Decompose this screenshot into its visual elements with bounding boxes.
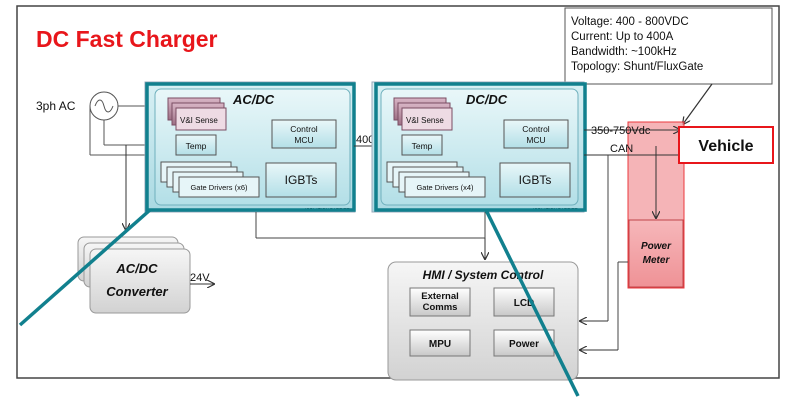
vi-sense-label: V&I Sense bbox=[180, 116, 218, 125]
dc-dc-title: DC/DC bbox=[466, 92, 508, 107]
lcd-block bbox=[493, 287, 555, 317]
igbts-block bbox=[499, 162, 571, 198]
ac-dc-highlight-frame bbox=[145, 82, 356, 212]
spec-callout: Voltage: 400 - 800VDC Current: Up to 400… bbox=[564, 7, 773, 85]
gate-drivers-stack: Gate Drivers (x6) bbox=[160, 161, 260, 198]
ac-source-icon bbox=[89, 91, 119, 121]
control-bus bbox=[255, 212, 486, 239]
hmi-title: HMI / System Control bbox=[423, 268, 544, 282]
ac-dc-module: AC/DC V&I Sense Control MCU Temp Gate Dr… bbox=[144, 81, 356, 213]
temp-label: Temp bbox=[186, 141, 207, 151]
external-comms-line1: External bbox=[421, 291, 459, 302]
power-label: Power bbox=[509, 339, 539, 350]
converter-line2: Converter bbox=[106, 284, 168, 299]
control-mcu-line2: MCU bbox=[294, 135, 313, 145]
vehicle-label: Vehicle bbox=[698, 138, 753, 155]
vehicle-box bbox=[678, 126, 774, 164]
lcd-label: LCD bbox=[514, 298, 535, 309]
igbts-label: IGBTs bbox=[519, 173, 552, 187]
spec-line: Bandwidth: ~100kHz bbox=[571, 46, 677, 58]
spec-line: Topology: Shunt/FluxGate bbox=[571, 61, 703, 73]
aux-converter-stack: AC/DC Converter bbox=[77, 236, 191, 314]
vi-sense-block: V&I Sense bbox=[393, 97, 453, 131]
mpu-label: MPU bbox=[429, 339, 451, 350]
hmi-system-control: HMI / System Control External Comms LCD … bbox=[387, 261, 579, 381]
external-comms-line2: Comms bbox=[423, 302, 458, 313]
control-mcu-line1: Control bbox=[522, 124, 550, 134]
zoom-callout-line-left bbox=[18, 208, 152, 327]
can-label: CAN bbox=[610, 143, 633, 155]
vi-sense-block: V&I Sense bbox=[167, 97, 227, 131]
aux-output-label: 24V bbox=[190, 272, 210, 284]
zoom-callout-line-right bbox=[484, 209, 580, 397]
input-label: 3ph AC bbox=[36, 99, 76, 113]
power-meter-line2: Meter bbox=[643, 255, 671, 266]
power-block bbox=[493, 329, 555, 357]
control-mcu-block bbox=[503, 119, 569, 149]
temp-block bbox=[401, 134, 443, 156]
control-mcu-block bbox=[271, 119, 337, 149]
meter-return-lines bbox=[607, 155, 628, 350]
control-mcu-line1: Control bbox=[290, 124, 318, 134]
ac-dc-title: AC/DC bbox=[232, 92, 275, 107]
igbts-block bbox=[265, 162, 337, 198]
spec-line: Voltage: 400 - 800VDC bbox=[571, 16, 689, 28]
power-meter-line1: Power bbox=[641, 241, 672, 252]
spec-line: Current: Up to 400A bbox=[571, 31, 674, 43]
spec-pointer-arrow bbox=[683, 83, 713, 124]
control-mcu-line2: MCU bbox=[526, 135, 545, 145]
converter-line1: AC/DC bbox=[115, 261, 158, 276]
output-voltage-label: 350-750Vdc bbox=[591, 125, 651, 137]
gate-drivers-stack: Gate Drivers (x4) bbox=[386, 161, 486, 198]
gate-drivers-label: Gate Drivers (x6) bbox=[190, 183, 248, 192]
external-comms-block bbox=[409, 287, 471, 317]
vi-sense-label: V&I Sense bbox=[406, 116, 444, 125]
temp-label: Temp bbox=[412, 141, 433, 151]
dc-dc-module: DC/DC V&I Sense Control MCU Temp Gate Dr… bbox=[371, 81, 587, 213]
diagram-title: DC Fast Charger bbox=[36, 26, 218, 52]
temp-block bbox=[175, 134, 217, 156]
dc-dc-highlight-frame bbox=[374, 82, 587, 212]
gate-drivers-label: Gate Drivers (x4) bbox=[416, 183, 474, 192]
igbts-label: IGBTs bbox=[285, 173, 318, 187]
mpu-block bbox=[409, 329, 471, 357]
